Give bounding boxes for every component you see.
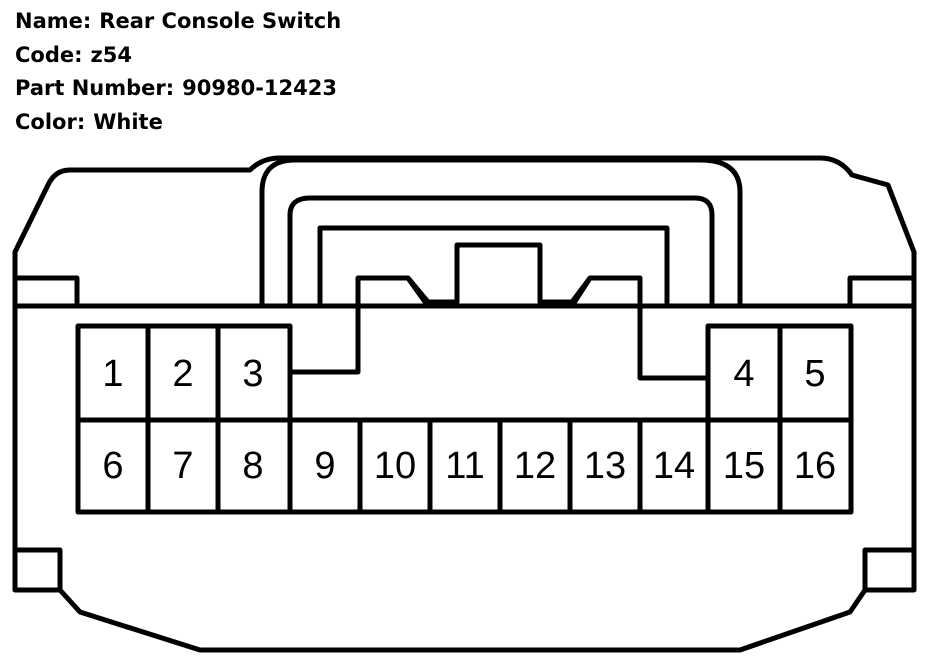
- right-foot: [862, 547, 914, 590]
- code-label: Code:: [15, 42, 83, 67]
- pin-label-14: 14: [653, 445, 695, 487]
- pin-label-7: 7: [172, 445, 193, 487]
- latch-inner: [287, 195, 715, 306]
- latch-ramp-right: [569, 276, 593, 308]
- connector-info: Name: Rear Console Switch Code: z54 Part N…: [15, 5, 341, 139]
- pin-label-1: 1: [102, 353, 123, 395]
- pin-label-15: 15: [723, 445, 765, 487]
- right-shelf: [847, 275, 914, 306]
- cavity-block-bottom: [75, 417, 854, 515]
- name-line: Name: Rear Console Switch: [15, 5, 341, 39]
- part-number-value: 90980-12423: [182, 76, 337, 100]
- pin-label-8: 8: [242, 445, 263, 487]
- pin-label-10: 10: [374, 445, 416, 487]
- name-label: Name:: [15, 9, 92, 33]
- left-shelf: [15, 275, 80, 306]
- housing-outline: [12, 155, 917, 653]
- pin-label-4: 4: [733, 353, 754, 395]
- pin-label-13: 13: [584, 445, 626, 487]
- left-foot: [15, 547, 63, 590]
- pin-label-16: 16: [794, 445, 836, 487]
- name-value: Rear Console Switch: [99, 9, 342, 33]
- color-line: Color: White: [15, 106, 341, 140]
- color-label: Color:: [15, 109, 86, 134]
- part-number-line: Part Number: 90980-12423: [15, 72, 341, 106]
- pin-label-3: 3: [242, 353, 263, 395]
- latch-ramp-left: [405, 276, 431, 308]
- pin-label-12: 12: [514, 445, 556, 487]
- part-number-label: Part Number:: [15, 76, 175, 100]
- pin-label-2: 2: [172, 353, 193, 395]
- latch-tongue: [290, 242, 708, 381]
- code-value: z54: [90, 42, 132, 67]
- code-line: Code: z54: [15, 39, 341, 73]
- pin-label-11: 11: [445, 445, 484, 487]
- color-value: White: [93, 109, 163, 134]
- latch-outer: [259, 157, 743, 306]
- pin-label-9: 9: [314, 445, 335, 487]
- latch-frame: [317, 225, 670, 306]
- pin-label-6: 6: [102, 445, 123, 487]
- pin-label-5: 5: [804, 353, 825, 395]
